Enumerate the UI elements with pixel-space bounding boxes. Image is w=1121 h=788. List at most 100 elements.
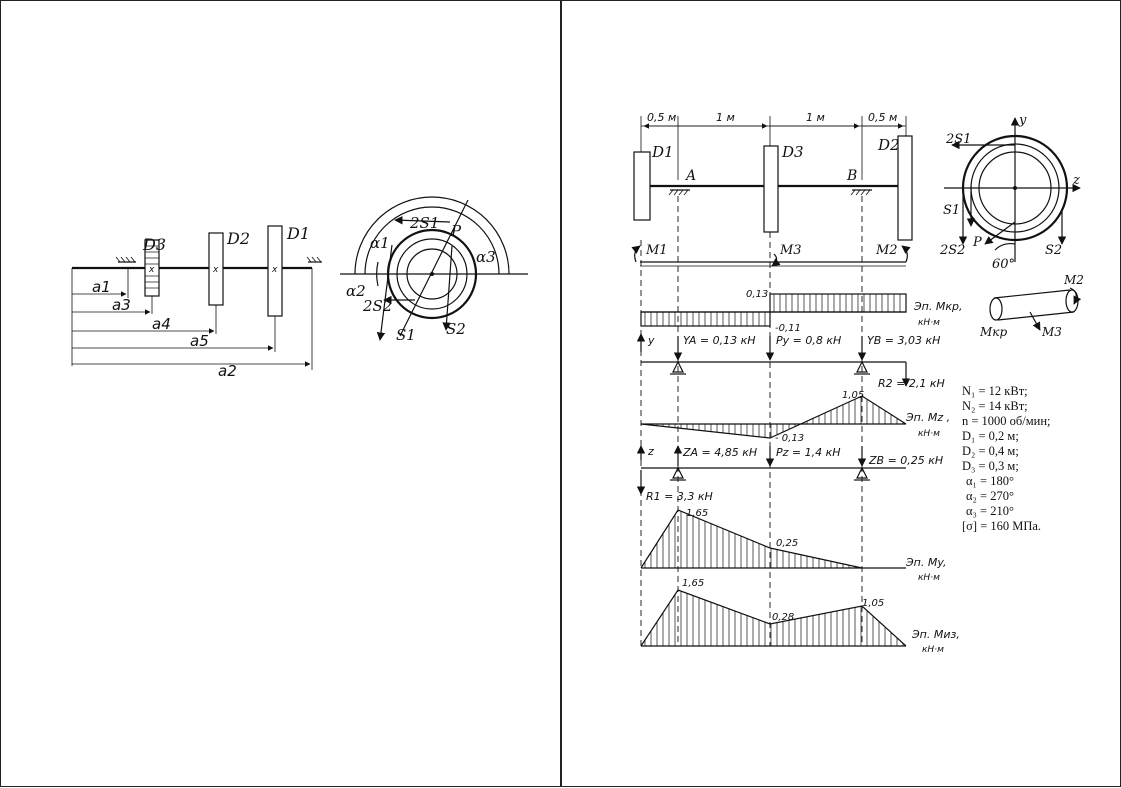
support-b-label: B	[846, 168, 857, 184]
my-diagram	[640, 509, 906, 569]
section-s2: S2	[1045, 243, 1062, 258]
span-1: 0,5 м	[647, 111, 676, 124]
za-label: ZA = 4,85 кН	[682, 446, 757, 459]
label-d3: D3	[142, 235, 166, 254]
r1-label: R1 = 3,3 кН	[646, 490, 713, 503]
zb-label: ZB = 0,25 кН	[868, 454, 943, 467]
label-2s2: 2S2	[362, 297, 392, 315]
right-section-view	[944, 117, 1081, 262]
right-label-d3: D3	[781, 143, 804, 161]
disk-d3-right	[763, 145, 779, 233]
left-panel	[0, 0, 561, 787]
svg-text:x: x	[148, 265, 155, 275]
left-section-view	[340, 196, 528, 341]
support-a	[668, 189, 690, 196]
miz-title: Эп. Миз,	[911, 628, 960, 641]
miz-v2: 0,28	[772, 612, 794, 623]
param-line: n = 1000 об/мин;	[962, 414, 1051, 428]
param-line: α₂ = 270°	[966, 489, 1014, 503]
left-support-a	[115, 256, 136, 263]
disk-d2-right	[897, 135, 913, 241]
my-title: Эп. Мy,	[905, 556, 947, 569]
miz-units: кН·м	[922, 645, 944, 655]
pz-label: Pz = 1,4 кН	[776, 446, 841, 459]
mz-min: - 0,13	[775, 433, 804, 444]
disk-d1-right	[633, 151, 651, 221]
label-alpha3: α3	[476, 248, 496, 266]
torque-units: кН·м	[918, 318, 940, 328]
param-line: N₂ = 14 кВт;	[962, 399, 1028, 413]
r2-label: R2 = 2,1 кН	[878, 377, 945, 390]
my-units: кН·м	[918, 573, 940, 583]
span-dimensions	[640, 116, 907, 180]
label-alpha1: α1	[370, 234, 390, 252]
y-axis-label: y	[647, 334, 655, 347]
moment-m1: M1	[645, 243, 668, 258]
torsion-sketch	[989, 287, 1082, 331]
section-y-axis: y	[1018, 113, 1027, 128]
label-d1: D1	[286, 224, 310, 243]
yb-label: YB = 3,03 кН	[867, 334, 940, 347]
label-alpha2: α2	[346, 282, 366, 300]
dim-a2: a2	[218, 362, 237, 380]
svg-text:x: x	[212, 265, 219, 275]
z-axis-label: z	[647, 445, 654, 458]
dim-a1: a1	[92, 278, 111, 296]
param-line: N₁ = 12 кВт;	[962, 384, 1028, 398]
param-line: D₃ = 0,3 м;	[962, 459, 1019, 473]
left-dimensions	[71, 268, 313, 370]
z-plane-loading	[636, 445, 906, 495]
torque-title: Эп. Мкр,	[913, 300, 962, 313]
sketch-m3: M3	[1041, 325, 1062, 339]
label-2s1: 2S1	[409, 214, 439, 232]
right-label-d2: D2	[877, 136, 900, 154]
mz-max: 1,05	[842, 390, 864, 401]
torque-neg-value: -0,11	[775, 323, 801, 334]
label-p: P	[450, 222, 462, 240]
torque-diagram	[640, 293, 907, 327]
param-line: D₁ = 0,2 м;	[962, 429, 1019, 443]
mz-title: Эп. Мz ,	[905, 411, 950, 424]
support-a-label: A	[684, 168, 696, 184]
mz-units: кН·м	[918, 429, 940, 439]
label-d2: D2	[226, 229, 250, 248]
section-angle: 60°	[992, 257, 1015, 272]
support-b	[850, 189, 872, 196]
mz-diagram	[640, 395, 907, 439]
param-line: α₁ = 180°	[966, 474, 1014, 488]
dim-a3: a3	[112, 296, 131, 314]
bending-diagram	[640, 589, 907, 647]
moment-m3: M3	[779, 243, 802, 258]
right-label-d1: D1	[651, 143, 674, 161]
param-line: α₃ = 210°	[966, 504, 1014, 518]
section-s1: S1	[943, 203, 960, 218]
my-max: 1,65	[686, 508, 708, 519]
left-support-b	[306, 256, 322, 263]
sketch-m2: M2	[1063, 273, 1084, 287]
svg-text:x: x	[271, 265, 278, 275]
param-line: [σ] = 160 МПа.	[962, 519, 1041, 533]
miz-v3: 1,05	[862, 598, 884, 609]
section-2s1: 2S1	[945, 132, 971, 147]
span-2: 1 м	[716, 111, 735, 124]
param-line: D₂ = 0,4 м;	[962, 444, 1019, 458]
label-s2: S2	[446, 320, 466, 338]
span-3: 1 м	[806, 111, 825, 124]
sketch-mkr: Mкр	[979, 325, 1007, 339]
section-z-axis: z	[1072, 173, 1080, 188]
section-p: P	[972, 235, 982, 250]
span-4: 0,5 м	[868, 111, 897, 124]
parameter-list: N₁ = 12 кВт; N₂ = 14 кВт; n = 1000 об/ми…	[962, 384, 1051, 533]
torque-pos-value: 0,13	[746, 289, 768, 300]
ya-label: YA = 0,13 кН	[683, 334, 756, 347]
my-mid: 0,25	[776, 538, 798, 549]
moment-m2: M2	[875, 243, 898, 258]
dim-a5: a5	[190, 332, 209, 350]
py-label: Py = 0,8 кН	[776, 334, 841, 347]
label-s1: S1	[396, 326, 416, 344]
miz-v1: 1,65	[682, 578, 704, 589]
left-shaft-scheme: x D3 x D2 x D1	[71, 224, 322, 380]
section-2s2: 2S2	[939, 243, 965, 258]
